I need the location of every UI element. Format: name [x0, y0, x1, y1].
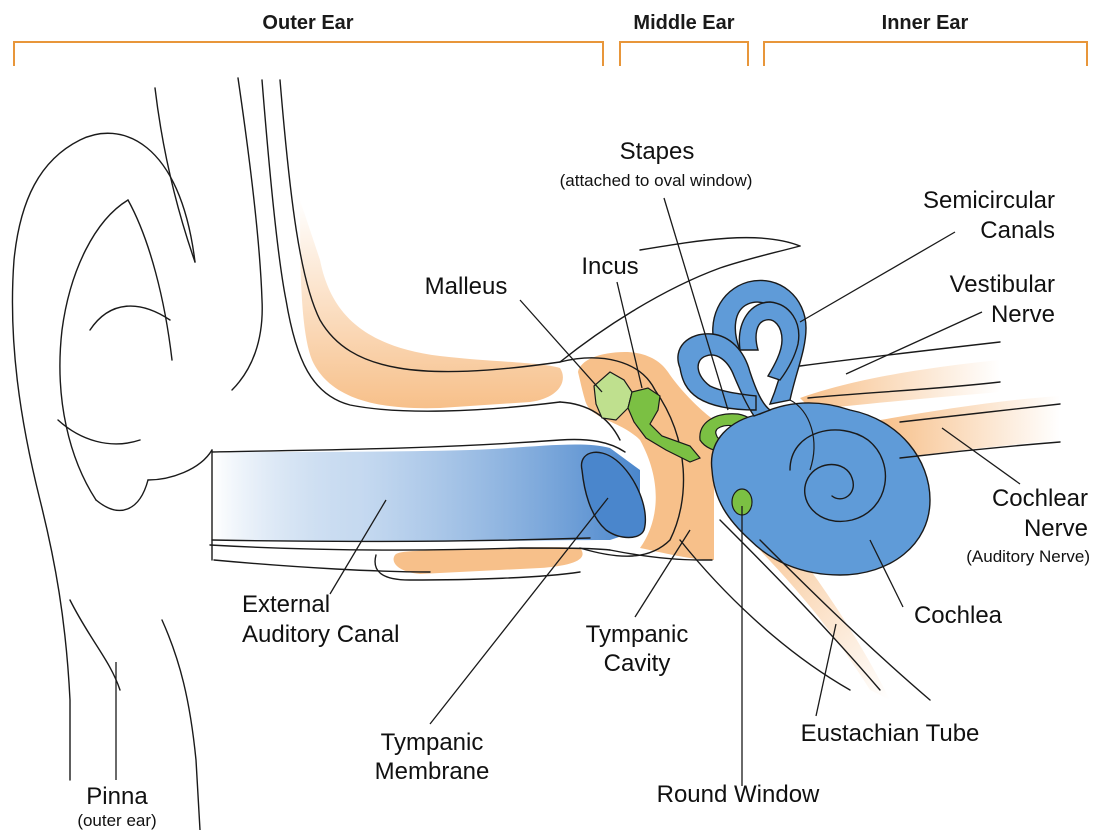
inner-ear-label: Inner Ear [882, 12, 969, 34]
label-semicircular-line2: Canals [980, 217, 1055, 244]
middle-ear-bracket [620, 42, 748, 66]
label-cochlear-line2: Nerve [1024, 515, 1088, 542]
label-cochlear-nerve: Cochlear Nerve (Auditory Nerve) [966, 485, 1090, 566]
middle-ear-label: Middle Ear [633, 12, 734, 34]
label-incus: Incus [581, 253, 638, 280]
label-canal-line2: Auditory Canal [242, 621, 399, 648]
label-cochlear-sub: (Auditory Nerve) [966, 547, 1090, 566]
label-eustachian-tube: Eustachian Tube [801, 720, 980, 747]
label-round-window: Round Window [657, 781, 820, 808]
label-vestibular-line2: Nerve [991, 301, 1055, 328]
label-pinna: Pinna (outer ear) [77, 783, 156, 830]
outer-ear-bracket [14, 42, 603, 66]
label-vestibular-line1: Vestibular [950, 271, 1055, 298]
label-stapes: Stapes (attached to oval window) [560, 138, 753, 190]
label-semicircular-canals: Semicircular Canals [923, 187, 1055, 244]
label-stapes-sub: (attached to oval window) [560, 171, 753, 190]
label-malleus: Malleus [425, 273, 508, 300]
label-pinna-title: Pinna [86, 783, 148, 810]
external-auditory-canal [212, 440, 640, 543]
label-canal-line1: External [242, 591, 330, 618]
label-tympanic-membrane: Tympanic Membrane [375, 729, 490, 785]
label-cavity-line1: Tympanic [586, 621, 689, 648]
inner-ear-bracket [764, 42, 1087, 66]
label-pinna-sub: (outer ear) [77, 811, 156, 830]
label-cochlear-line1: Cochlear [992, 485, 1088, 512]
label-membrane-line1: Tympanic [381, 729, 484, 756]
label-external-auditory-canal: External Auditory Canal [242, 591, 399, 648]
label-stapes-title: Stapes [620, 138, 695, 165]
outer-ear-label: Outer Ear [262, 12, 353, 34]
label-cochlea: Cochlea [914, 602, 1003, 629]
label-cavity-line2: Cavity [604, 650, 671, 677]
label-membrane-line2: Membrane [375, 758, 490, 785]
label-semicircular-line1: Semicircular [923, 187, 1055, 214]
label-tympanic-cavity: Tympanic Cavity [586, 621, 689, 677]
